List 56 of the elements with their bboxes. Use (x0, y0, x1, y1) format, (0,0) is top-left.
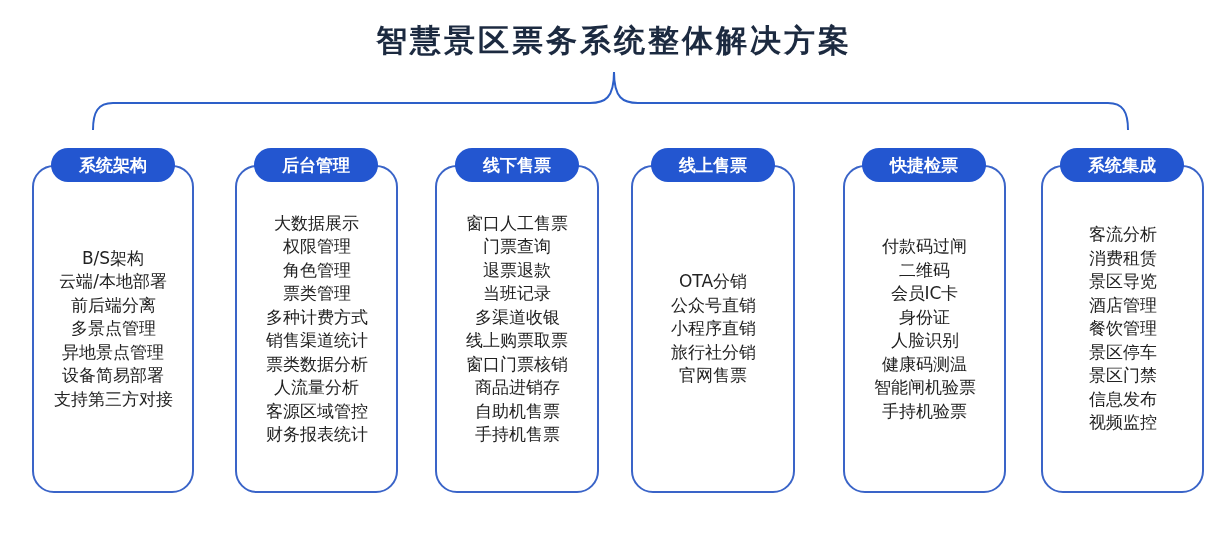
list-item: 云端/本地部署 (59, 270, 167, 294)
list-item: 角色管理 (282, 258, 351, 282)
list-item: 会员IC卡 (890, 282, 959, 305)
list-item: 公众号直销 (670, 293, 756, 317)
list-item: 权限管理 (282, 235, 351, 258)
heading-pill: 后台管理 (254, 148, 378, 182)
list-item: 餐饮管理 (1088, 317, 1157, 341)
list-item: 人流量分析 (274, 376, 359, 399)
list-item: 多渠道收银 (474, 305, 560, 329)
list-item: 多种计费方式 (265, 305, 368, 329)
list-item: 门票查询 (483, 235, 551, 258)
list-item: 商品进销存 (474, 376, 560, 399)
list-item: 窗口人工售票 (466, 211, 568, 235)
list-item: 销售渠道统计 (265, 329, 368, 352)
list-item: 二维码 (899, 258, 950, 282)
list-item: 窗口门票核销 (466, 352, 568, 376)
list-item: 手持机售票 (474, 423, 560, 446)
list-item: 手持机验票 (882, 399, 967, 423)
list-item: 景区门禁 (1088, 364, 1157, 388)
list-item: 财务报表统计 (265, 423, 368, 446)
list-item: 智能闸机验票 (873, 376, 976, 399)
list-item: 线上购票取票 (466, 329, 568, 352)
list-item: 票类管理 (282, 282, 351, 305)
list-item: OTA分销 (678, 270, 748, 294)
list-item: 健康码测温 (882, 352, 967, 376)
list-item: 景区导览 (1088, 270, 1157, 294)
list-item: 自助机售票 (474, 399, 560, 423)
heading-pill: 系统架构 (51, 148, 175, 182)
list-item: 消费租赁 (1088, 246, 1157, 270)
title: 智慧景区票务系统整体解决方案 (375, 21, 853, 60)
list-item: 前后端分离 (70, 293, 156, 317)
list-item: 客流分析 (1088, 223, 1157, 247)
list-item: 支持第三方对接 (53, 387, 173, 411)
heading-pill: 快捷检票 (862, 148, 986, 182)
list-item: B/S架构 (81, 246, 145, 270)
list-item: 官网售票 (679, 364, 747, 388)
list-item: 付款码过闸 (882, 235, 967, 258)
list-item: 信息发布 (1088, 387, 1157, 411)
list-item: 酒店管理 (1088, 293, 1157, 317)
list-item: 当班记录 (483, 282, 551, 305)
list-item: 多景点管理 (70, 317, 156, 341)
list-item: 旅行社分销 (670, 340, 756, 364)
list-item: 小程序直销 (670, 317, 756, 341)
list-item: 客源区域管控 (265, 399, 368, 423)
list-item: 设备简易部署 (62, 364, 164, 388)
list-item: 大数据展示 (274, 211, 359, 235)
list-item: 退票退款 (483, 258, 551, 282)
list-item: 视频监控 (1088, 411, 1157, 435)
list-item: 异地景点管理 (62, 340, 164, 364)
list-item: 景区停车 (1088, 340, 1157, 364)
heading-pill: 系统集成 (1060, 148, 1184, 182)
list-item: 人脸识别 (890, 329, 959, 352)
heading-pill: 线上售票 (651, 148, 775, 182)
list-item: 身份证 (899, 305, 950, 329)
heading-pill: 线下售票 (455, 148, 579, 182)
list-item: 票类数据分析 (265, 352, 368, 376)
